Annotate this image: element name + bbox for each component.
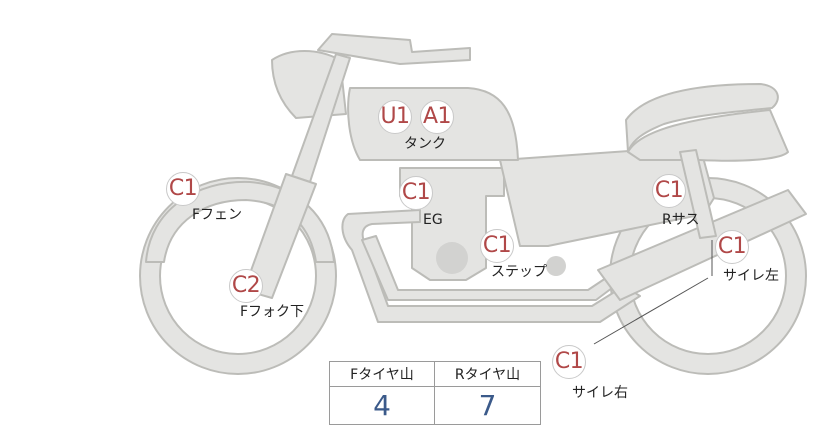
marker-tank-a1: A1 [420, 100, 454, 134]
brake-disc [436, 242, 468, 274]
label-engine: EG [423, 212, 443, 228]
front-fork-lower [243, 173, 317, 299]
marker-front-fender: C1 [166, 172, 200, 206]
leader-line [593, 277, 709, 345]
label-rear-shock: Rサス [662, 212, 700, 228]
front-tire-header: Fタイヤ山 [330, 362, 435, 387]
rear-tire-header: Rタイヤ山 [435, 362, 540, 387]
marker-muffler-left: C1 [715, 230, 749, 264]
muffler [597, 189, 807, 301]
front-tire-value: 4 [330, 387, 435, 424]
seat [625, 83, 779, 153]
label-step: ステップ [491, 264, 547, 280]
rear-shock [679, 149, 717, 239]
tire-tread-table: Fタイヤ山 Rタイヤ山 4 7 [329, 361, 541, 425]
marker-step: C1 [480, 229, 514, 263]
label-muffler-left: サイレ左 [723, 268, 779, 284]
label-front-fender: Fフェン [192, 207, 243, 223]
marker-engine: C1 [399, 176, 433, 210]
label-front-fork-lower: Fフォク下 [240, 304, 305, 320]
marker-rear-shock: C1 [652, 174, 686, 208]
label-tank: タンク [404, 136, 446, 152]
marker-muffler-right: C1 [552, 345, 586, 379]
marker-tank-u1: U1 [378, 100, 412, 134]
marker-front-fork-lower: C2 [229, 269, 263, 303]
label-muffler-right: サイレ右 [572, 385, 628, 401]
exhaust-pipe [341, 209, 641, 323]
rear-tire-value: 7 [478, 389, 497, 422]
